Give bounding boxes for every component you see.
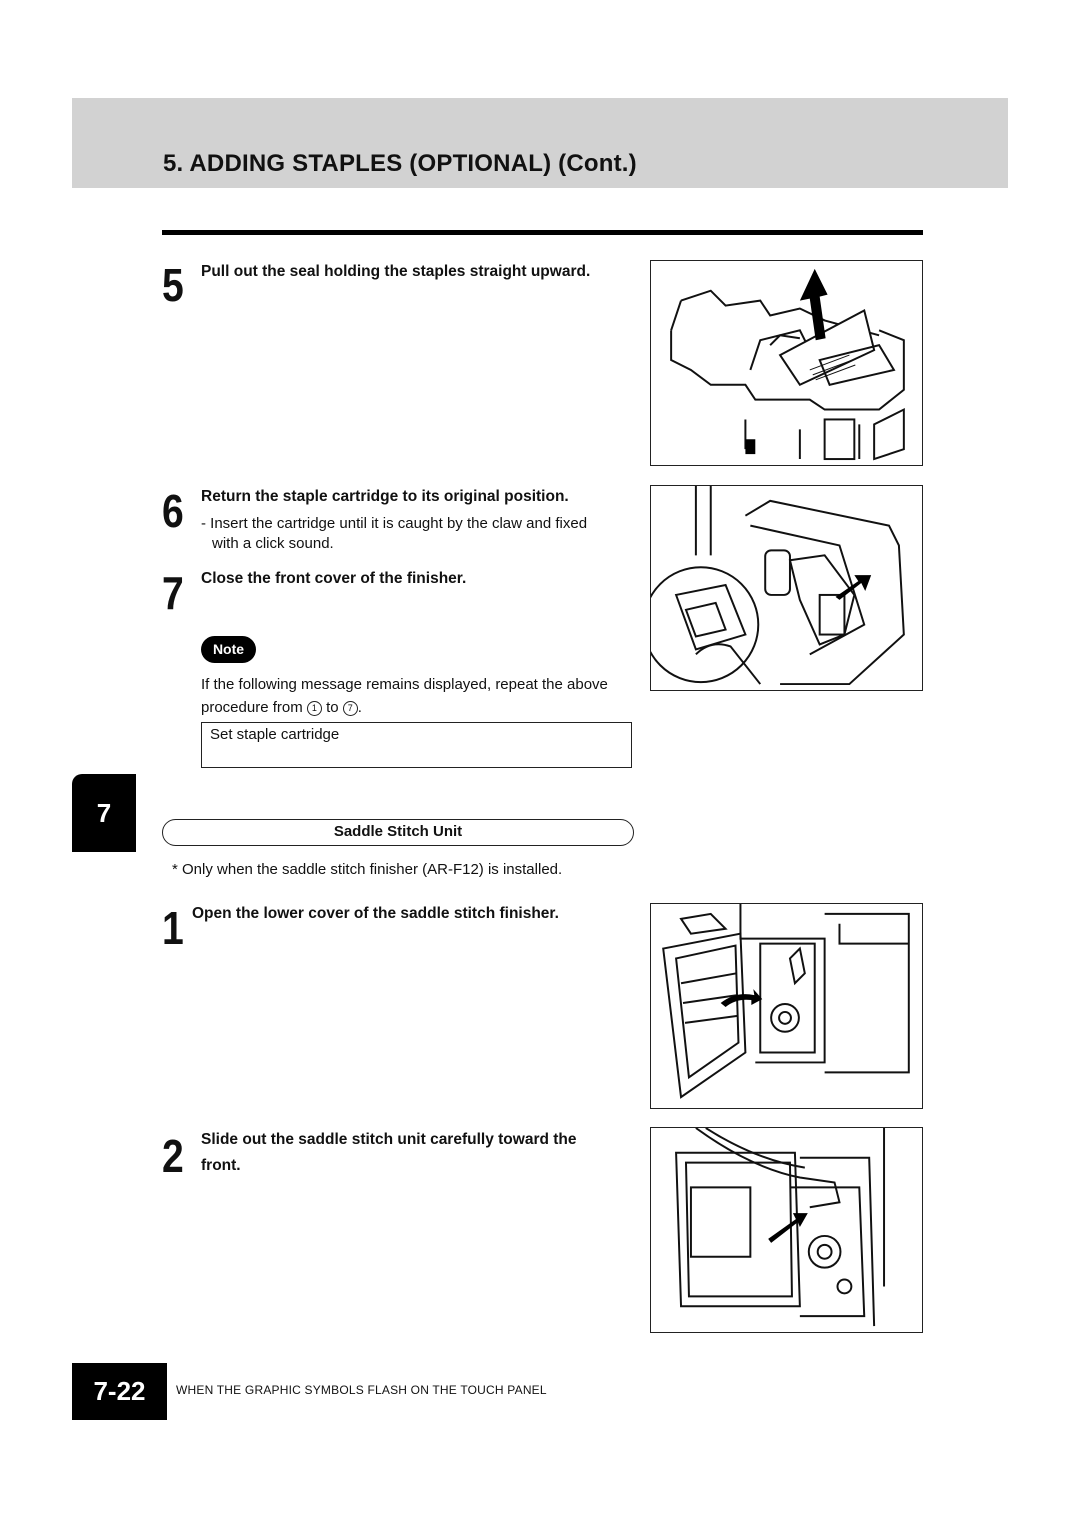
- note-badge: Note: [201, 636, 256, 663]
- header-band: [72, 98, 1008, 188]
- saddle-step-1-number: 1: [162, 902, 184, 954]
- cartridge-return-illustration: [650, 485, 923, 691]
- staple-seal-illustration: [650, 260, 923, 466]
- note-line2-to: to: [326, 699, 339, 716]
- slide-unit-illustration: [650, 1127, 923, 1333]
- section-rule: [162, 230, 923, 235]
- saddle-step-1-text: Open the lower cover of the saddle stitc…: [192, 905, 559, 922]
- step-7-text: Close the front cover of the finisher.: [201, 570, 467, 587]
- staple-seal-drawing: [670, 268, 905, 461]
- step-6-detail-line1: - Insert the cartridge until it is caugh…: [201, 515, 588, 532]
- page-title: 5. ADDING STAPLES (OPTIONAL) (Cont.): [163, 150, 637, 177]
- saddle-step-2-text-line1: Slide out the saddle stitch unit careful…: [201, 1131, 577, 1148]
- saddle-stitch-heading: Saddle Stitch Unit: [162, 819, 634, 846]
- step-6-number: 6: [162, 485, 184, 537]
- step-7-number: 7: [162, 567, 184, 619]
- footer-section-title: WHEN THE GRAPHIC SYMBOLS FLASH ON THE TO…: [176, 1383, 547, 1397]
- step-5-text: Pull out the seal holding the staples st…: [201, 263, 591, 280]
- note-line2-suffix: .: [357, 699, 362, 716]
- slide-unit-drawing: [675, 1128, 886, 1327]
- saddle-step-2-number: 2: [162, 1130, 184, 1182]
- step-6-detail-line2: with a click sound.: [212, 535, 334, 552]
- note-line2-prefix: procedure from: [201, 699, 303, 716]
- step-5-number: 5: [162, 259, 184, 311]
- lower-cover-drawing: [662, 904, 910, 1099]
- display-message-box: Set staple cartridge: [201, 722, 632, 768]
- note-line1: If the following message remains display…: [201, 676, 608, 693]
- chapter-tab: 7: [72, 774, 136, 852]
- cartridge-return-drawing: [651, 486, 905, 686]
- circled-1-marker: 1: [306, 701, 322, 716]
- saddle-step-2-text-line2: front.: [201, 1157, 241, 1174]
- lower-cover-illustration: [650, 903, 923, 1109]
- circled-7-marker: 7: [342, 701, 358, 716]
- saddle-footnote: * Only when the saddle stitch finisher (…: [172, 861, 563, 878]
- note-line2: procedure from 1 to 7.: [201, 699, 362, 716]
- page-number: 7-22: [72, 1363, 167, 1420]
- step-6-text: Return the staple cartridge to its origi…: [201, 488, 569, 505]
- display-message-text: Set staple cartridge: [210, 726, 340, 743]
